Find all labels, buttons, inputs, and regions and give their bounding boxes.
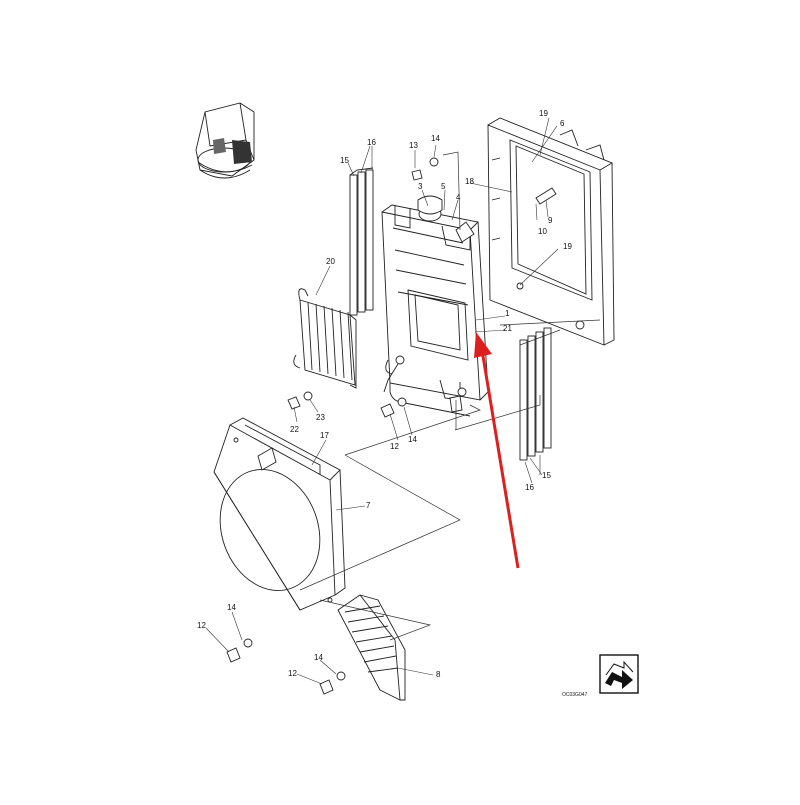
callout-9: 9 — [548, 216, 553, 225]
callout-6: 6 — [560, 119, 565, 128]
callout-4: 4 — [456, 193, 461, 202]
callout-15-a: 15 — [340, 156, 349, 165]
callout-14-d: 14 — [314, 653, 323, 662]
callout-12-b: 12 — [390, 442, 399, 451]
callout-14-c: 14 — [227, 603, 236, 612]
callout-23: 23 — [316, 413, 325, 422]
callout-10: 10 — [538, 227, 547, 236]
callout-14-b: 14 — [408, 435, 417, 444]
radiator-cap — [417, 195, 443, 215]
callout-16-b: 16 — [525, 483, 534, 492]
pointer-arrow-icon — [474, 332, 520, 569]
callout-16-a: 16 — [367, 138, 376, 147]
callout-7: 7 — [366, 501, 371, 510]
oil-cooler — [293, 288, 357, 389]
callout-17: 17 — [320, 431, 329, 440]
callout-15-b: 15 — [542, 471, 551, 480]
leader-lines — [205, 117, 559, 685]
callout-12-c: 12 — [197, 621, 206, 630]
callout-14-a: 14 — [431, 134, 440, 143]
drawing-code: OC03G047 — [562, 692, 588, 698]
radiator — [381, 204, 489, 417]
callout-18: 18 — [465, 177, 474, 186]
callout-21: 21 — [503, 324, 512, 333]
fan-guard — [337, 594, 406, 701]
callout-19-a: 19 — [539, 109, 548, 118]
callout-3: 3 — [418, 182, 423, 191]
seal-strips-lower — [519, 327, 552, 461]
phantom-assembly-lines — [299, 151, 601, 641]
next-page-arrow-icon[interactable] — [599, 654, 639, 694]
seal-strips-upper — [349, 167, 374, 316]
callout-8: 8 — [436, 670, 441, 679]
fan-shroud — [213, 417, 346, 611]
shroud-frame — [487, 117, 615, 346]
callout-20: 20 — [326, 257, 335, 266]
callout-22: 22 — [290, 425, 299, 434]
callout-12-d: 12 — [288, 669, 297, 678]
callout-5: 5 — [441, 182, 446, 191]
callout-13: 13 — [409, 141, 418, 150]
upper-fittings — [411, 157, 475, 243]
callout-1: 1 — [505, 309, 510, 318]
machine-thumbnail-icon — [195, 102, 255, 179]
callout-19-b: 19 — [563, 242, 572, 251]
callout-labels: 1 3 4 5 6 7 8 9 10 12 12 12 12 13 14 14 … — [197, 109, 572, 679]
